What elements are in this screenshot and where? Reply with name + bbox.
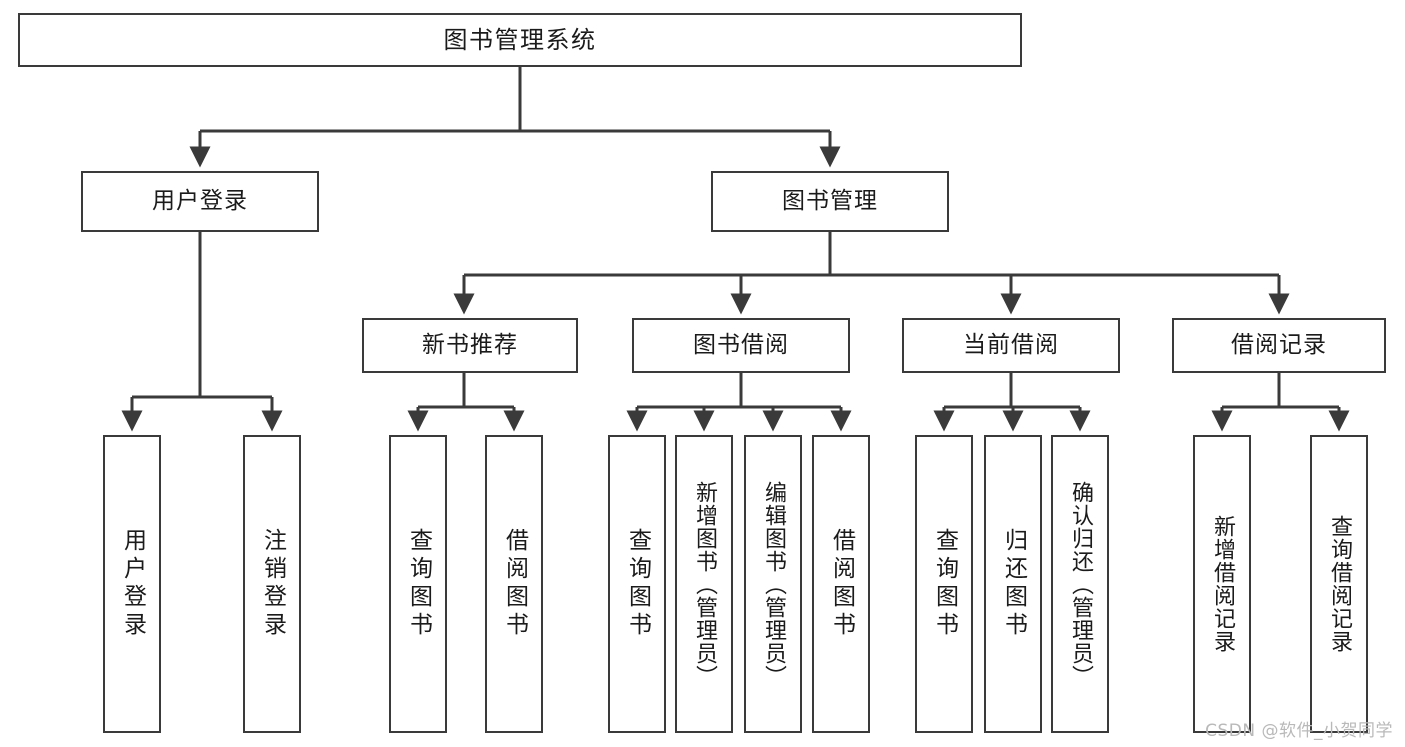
node-book-management[interactable]: 图书管理 (711, 171, 949, 232)
node-leaf-edit-book[interactable]: 编辑图书（管理员） (744, 435, 802, 733)
node-leaf-borrow-book-1[interactable]: 借阅图书 (485, 435, 543, 733)
node-root-label: 图书管理系统 (443, 25, 597, 54)
node-leaf-add-book-label: 新增图书（管理员） (692, 480, 717, 688)
node-root[interactable]: 图书管理系统 (18, 13, 1022, 67)
node-leaf-user-login-label: 用户登录 (119, 528, 146, 640)
node-leaf-confirm-return[interactable]: 确认归还（管理员） (1051, 435, 1109, 733)
node-current-borrow-label: 当前借阅 (963, 331, 1059, 358)
node-new-book-recommend[interactable]: 新书推荐 (362, 318, 578, 373)
node-leaf-logout-login-label: 注销登录 (259, 528, 286, 640)
node-book-borrow-label: 图书借阅 (693, 331, 789, 358)
node-leaf-query-borrow-record[interactable]: 查询借阅记录 (1310, 435, 1368, 733)
node-user-login[interactable]: 用户登录 (81, 171, 319, 232)
node-leaf-edit-book-label: 编辑图书（管理员） (761, 480, 786, 688)
node-new-book-recommend-label: 新书推荐 (422, 331, 518, 358)
node-borrow-record-label: 借阅记录 (1231, 331, 1327, 358)
node-leaf-user-login[interactable]: 用户登录 (103, 435, 161, 733)
node-leaf-query-book-2-label: 查询图书 (624, 528, 651, 640)
node-leaf-add-book[interactable]: 新增图书（管理员） (675, 435, 733, 733)
node-current-borrow[interactable]: 当前借阅 (902, 318, 1120, 373)
node-book-management-label: 图书管理 (782, 187, 878, 214)
node-leaf-query-book-1[interactable]: 查询图书 (389, 435, 447, 733)
node-user-login-label: 用户登录 (152, 187, 248, 214)
node-leaf-borrow-book-2-label: 借阅图书 (828, 528, 855, 640)
node-leaf-confirm-return-label: 确认归还（管理员） (1068, 480, 1093, 688)
node-borrow-record[interactable]: 借阅记录 (1172, 318, 1386, 373)
node-leaf-borrow-book-1-label: 借阅图书 (501, 528, 528, 640)
node-leaf-return-book-label: 归还图书 (1000, 528, 1027, 640)
node-leaf-borrow-book-2[interactable]: 借阅图书 (812, 435, 870, 733)
node-leaf-query-book-3[interactable]: 查询图书 (915, 435, 973, 733)
node-leaf-logout-login[interactable]: 注销登录 (243, 435, 301, 733)
node-leaf-query-borrow-record-label: 查询借阅记录 (1327, 515, 1352, 653)
node-leaf-query-book-1-label: 查询图书 (405, 528, 432, 640)
node-leaf-add-borrow-record[interactable]: 新增借阅记录 (1193, 435, 1251, 733)
node-book-borrow[interactable]: 图书借阅 (632, 318, 850, 373)
node-leaf-query-book-2[interactable]: 查询图书 (608, 435, 666, 733)
watermark: CSDN @软件_小贺同学 (1205, 721, 1393, 741)
node-leaf-query-book-3-label: 查询图书 (931, 528, 958, 640)
node-leaf-add-borrow-record-label: 新增借阅记录 (1210, 515, 1235, 653)
node-leaf-return-book[interactable]: 归还图书 (984, 435, 1042, 733)
